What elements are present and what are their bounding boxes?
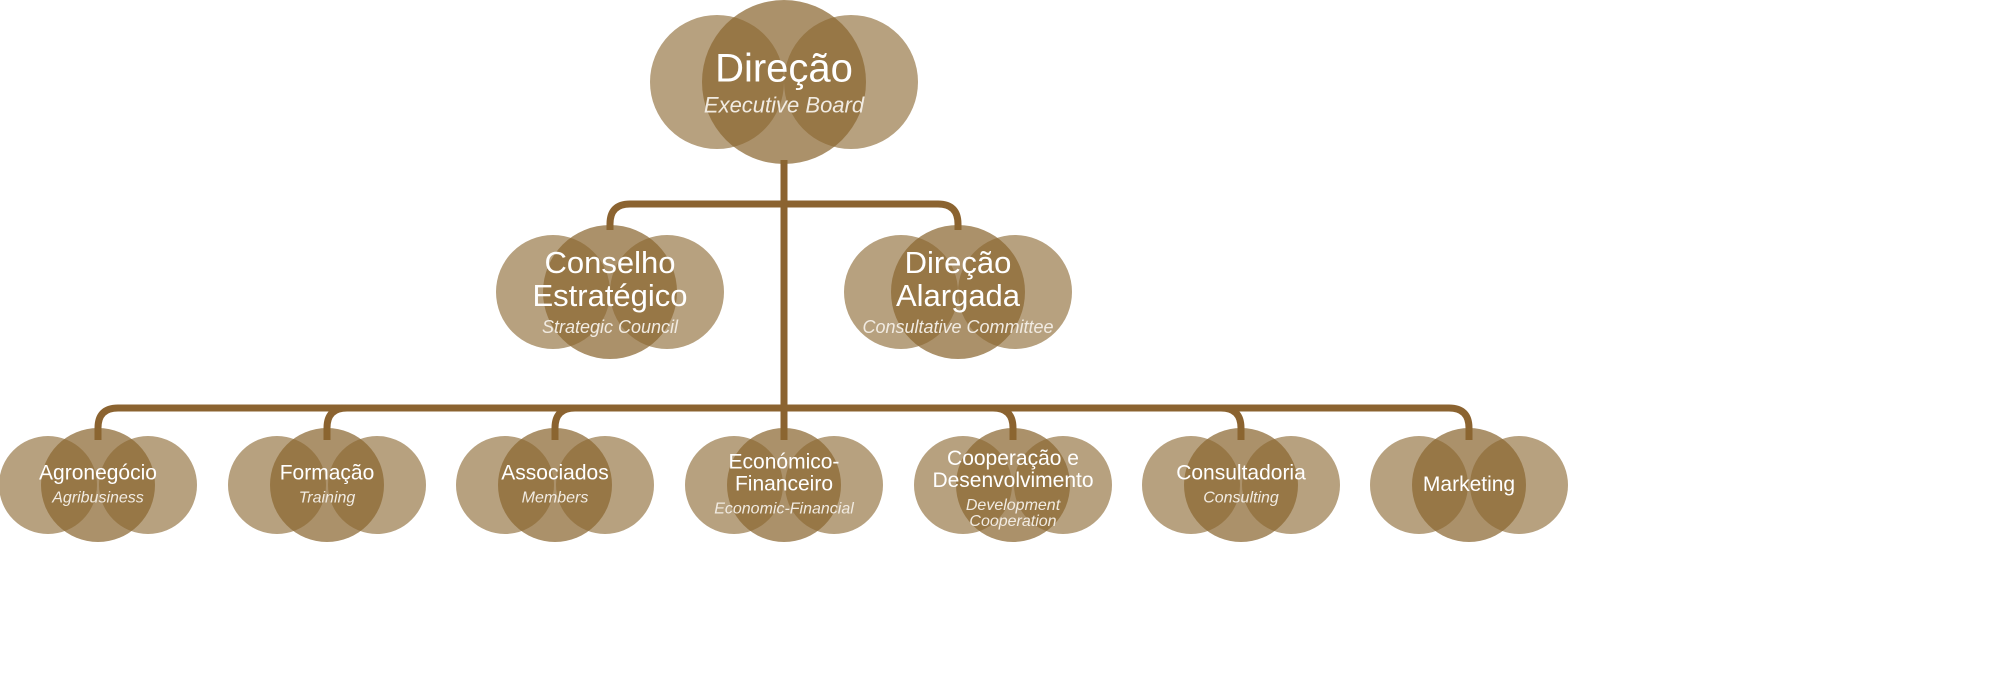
node-subtitle: Consulting: [1203, 489, 1279, 507]
node-title: Formação: [279, 461, 375, 485]
level1-connector: [606, 200, 962, 230]
node-center-circle: [498, 428, 612, 542]
node-title: Económico-Financeiro: [728, 450, 840, 496]
node-subtitle: Consultative Committee: [862, 317, 1054, 338]
level2-connector: [94, 404, 1473, 440]
node-9[interactable]: Marketing: [1422, 472, 1516, 496]
node-title: Consultadoria: [1176, 461, 1306, 485]
node-center-circle: [270, 428, 384, 542]
node-title: Direção: [715, 46, 853, 91]
level2-drop: [1220, 404, 1245, 440]
node-center-circle: [956, 428, 1070, 542]
node-center-circle: [727, 428, 841, 542]
node-subtitle: Training: [298, 489, 356, 507]
node-center-circle: [1412, 428, 1526, 542]
node-subtitle: Executive Board: [703, 92, 865, 118]
node-subtitle: Economic-Financial: [714, 500, 854, 518]
node-title: Marketing: [1422, 472, 1516, 496]
level2-drop: [992, 404, 1017, 440]
node-subtitle: Strategic Council: [541, 317, 679, 338]
node-center-circle: [41, 428, 155, 542]
node-center-circle: [543, 225, 677, 359]
node-center-circle: [702, 0, 866, 164]
node-center-circle: [1184, 428, 1298, 542]
node-center-circle: [891, 225, 1025, 359]
node-title: Agronegócio: [39, 461, 157, 485]
level2-drop: [551, 404, 576, 440]
node-subtitle: Members: [521, 489, 589, 507]
level2-drop: [323, 404, 348, 440]
node-title: Associados: [501, 461, 609, 485]
node-subtitle: Agribusiness: [52, 489, 144, 507]
